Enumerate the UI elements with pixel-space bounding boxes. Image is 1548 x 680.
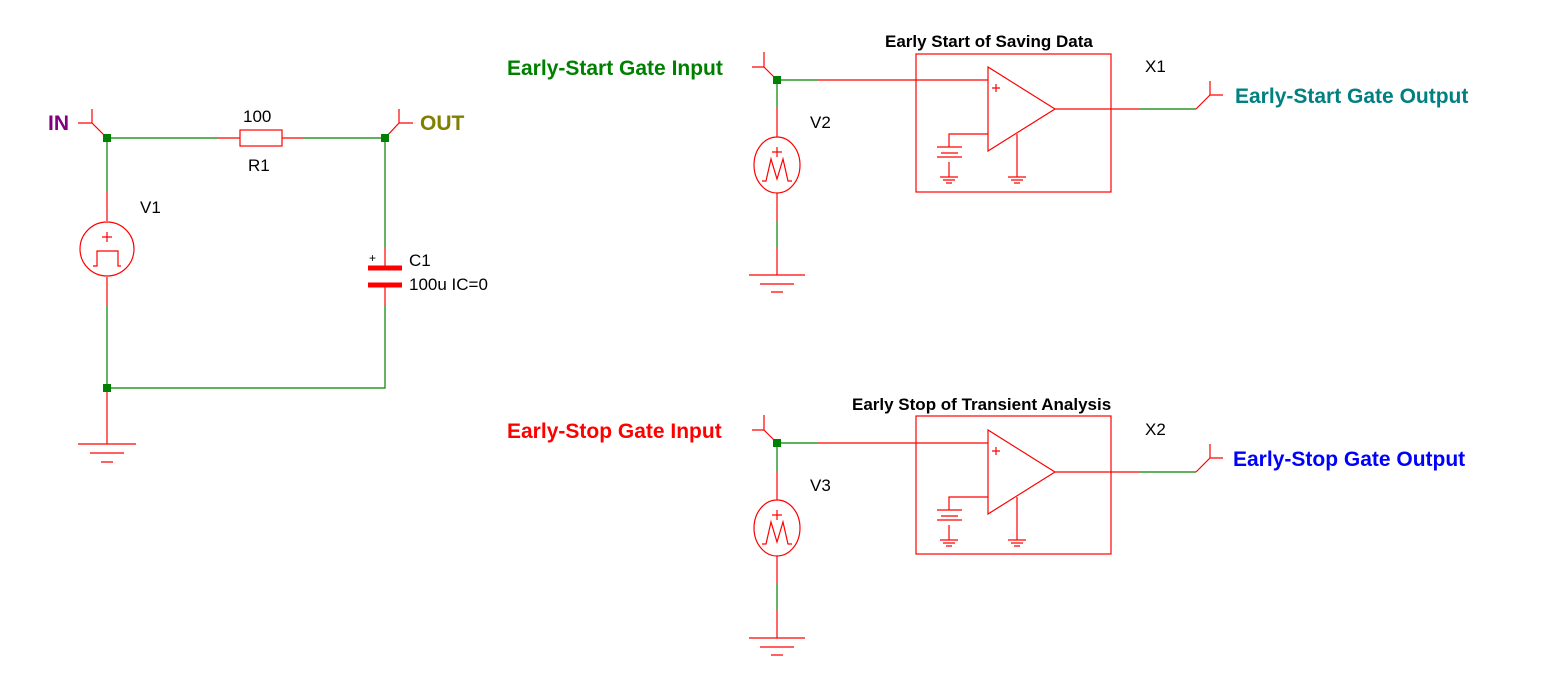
x1-ref-wire [948,133,988,147]
x2-name: X2 [1145,420,1166,439]
ground-icon [1008,134,1026,184]
rc-circuit: IN 100 R1 OUT V1 [48,107,488,463]
early-start-output-label: Early-Start Gate Output [1235,85,1468,108]
port-out[interactable]: OUT [384,109,465,139]
resistor-r1[interactable]: 100 R1 [218,107,303,175]
v2-body [753,136,801,194]
x2-ref-wire [948,496,988,510]
junction-dot [381,134,389,142]
v2-plus-icon [772,147,782,157]
v3-plus-icon [772,510,782,520]
v3-name: V3 [810,476,831,495]
triangle-waveform-icon [762,156,792,182]
ground-icon [78,415,136,463]
v1-name: V1 [140,198,161,217]
port-in-label: IN [48,112,69,135]
x2-box [915,415,1112,555]
v1-plus-icon [102,232,112,242]
source-v1[interactable]: V1 [79,192,161,305]
port-out-label: OUT [420,112,465,135]
early-stop-input-label: Early-Stop Gate Input [507,420,722,443]
r1-body [239,129,283,147]
early-start-title: Early Start of Saving Data [885,32,1093,51]
source-v3[interactable]: V3 [753,471,831,584]
x2-plus-icon [992,447,1000,455]
source-v2[interactable]: V2 [753,108,831,222]
port-out-flag [384,109,413,139]
c1-polarity: + [369,251,376,265]
ground-icon [940,176,958,184]
early-start-input-label: Early-Start Gate Input [507,57,723,80]
junction-dot [103,134,111,142]
early-stop-input-flag[interactable] [752,415,778,444]
early-stop-title: Early Stop of Transient Analysis [852,395,1111,414]
ground-icon [1008,497,1026,547]
port-in[interactable]: IN [48,109,108,139]
battery-icon [937,509,962,540]
x1-plus-icon [992,84,1000,92]
junction-dot [103,384,111,392]
subcircuit-x2[interactable]: Early Stop of Transient Analysis X2 [852,395,1166,555]
v1-body [79,221,135,277]
early-start-block: Early-Start Gate Input V2 Early Start of… [507,32,1468,293]
comparator-icon [987,428,1057,516]
r1-value: 100 [243,107,271,126]
battery-icon [937,146,962,177]
early-stop-output-flag[interactable] [1195,444,1223,473]
early-stop-block: Early-Stop Gate Input V3 Early Stop of T… [507,395,1465,656]
pulse-waveform-icon [93,250,121,267]
v3-body [753,499,801,557]
early-start-output-flag[interactable] [1195,81,1223,110]
ground-icon [749,610,805,656]
c1-plates [368,265,402,288]
ground-icon [940,539,958,547]
triangle-waveform-icon [762,519,792,545]
subcircuit-x1[interactable]: Early Start of Saving Data X1 [885,32,1166,193]
ground-icon [749,248,805,293]
capacitor-c1[interactable]: + C1 100u IC=0 [368,248,488,305]
c1-name: C1 [409,251,431,270]
wire-bottom[interactable] [107,305,386,389]
port-in-flag [78,109,108,139]
early-stop-output-label: Early-Stop Gate Output [1233,448,1465,471]
x1-name: X1 [1145,57,1166,76]
early-start-input-flag[interactable] [752,52,778,81]
r1-name: R1 [248,156,270,175]
v2-name: V2 [810,113,831,132]
comparator-icon [987,65,1057,153]
x1-box [915,53,1112,193]
c1-value: 100u IC=0 [409,275,488,294]
